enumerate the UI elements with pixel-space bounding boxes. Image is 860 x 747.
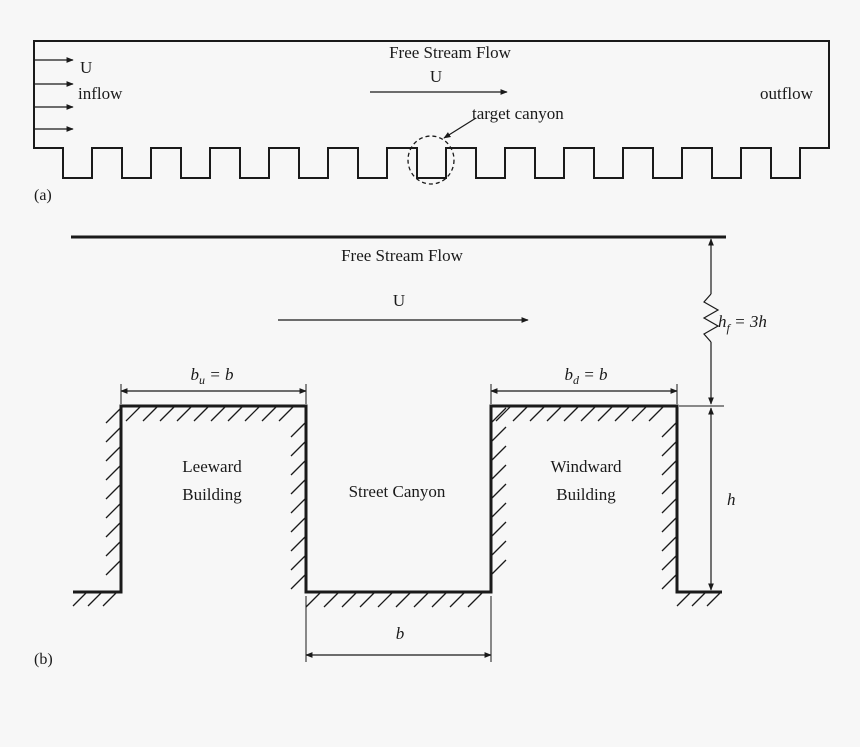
inflow-label: inflow [78, 84, 123, 103]
panel-b: Free Stream Flow U Leeward [34, 235, 767, 668]
hf-rest: = 3h [730, 312, 767, 331]
leeward-label-line1: Leeward [182, 457, 242, 476]
bd-sub: d [573, 373, 580, 387]
windward-label-line1: Windward [550, 457, 622, 476]
leeward-label-line2: Building [182, 485, 242, 504]
domain-outline-a [33, 40, 830, 179]
canyon-profile [73, 404, 722, 594]
windward-label-line2: Building [556, 485, 616, 504]
target-canyon-circle [407, 135, 455, 185]
bu-rest: = b [205, 365, 233, 384]
outflow-label: outflow [760, 84, 814, 103]
bd-base: b [565, 365, 574, 384]
panel-a-label: (a) [34, 187, 52, 204]
bd-label: bd = b [565, 365, 608, 387]
bu-sub: u [199, 373, 205, 387]
wall-hatching [72, 405, 722, 608]
velocity-label-b: U [393, 291, 405, 310]
street-canyon-label: Street Canyon [349, 482, 446, 501]
b-label: b [396, 624, 405, 643]
panel-b-label: (b) [34, 651, 53, 668]
bu-label: bu = b [191, 365, 234, 387]
free-stream-label-b: Free Stream Flow [341, 246, 464, 265]
hf-sub: f [727, 321, 732, 335]
bd-rest: = b [579, 365, 607, 384]
hf-base: h [718, 312, 727, 331]
target-canyon-pointer [443, 117, 477, 139]
hf-break-symbol [702, 293, 720, 343]
free-stream-label-a: Free Stream Flow [389, 43, 512, 62]
hf-label: hf = 3h [718, 312, 767, 335]
target-canyon-label: target canyon [472, 104, 564, 123]
panel-a: U inflow outflow Free Stream Flow U targ… [33, 40, 830, 204]
bu-base: b [191, 365, 200, 384]
inflow-arrows [34, 57, 74, 132]
inflow-velocity-label: U [80, 58, 92, 77]
h-label: h [727, 490, 736, 509]
velocity-label-a: U [430, 67, 442, 86]
